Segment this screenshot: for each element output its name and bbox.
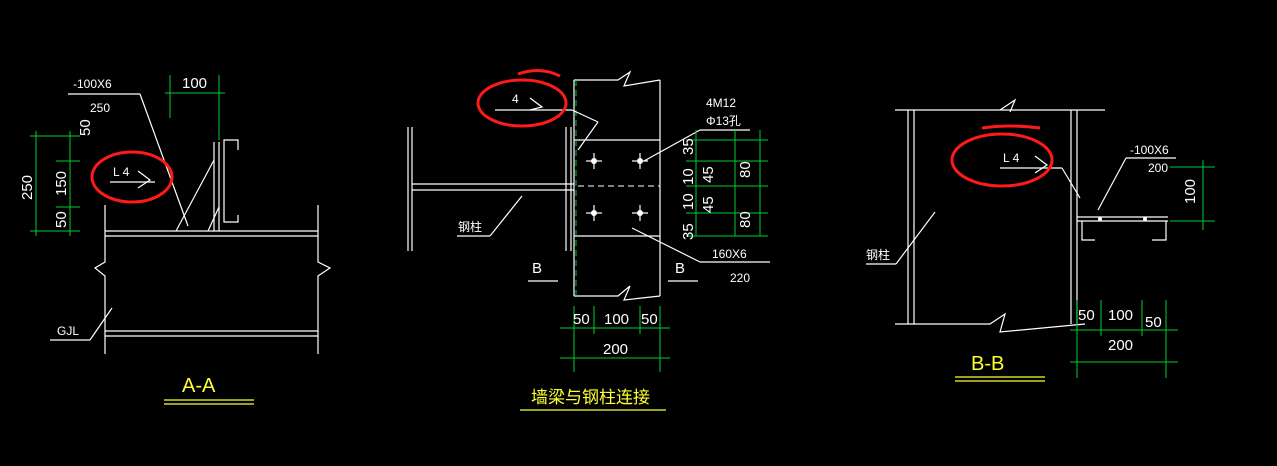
weld-symbol: L 4 [113, 165, 130, 179]
dim-100: 100 [182, 75, 207, 92]
plate-length-label: 200 [1148, 161, 1168, 175]
break-top [999, 98, 1017, 113]
plate-label: -100X6 [73, 77, 112, 91]
dim-45-top: 45 [700, 166, 717, 183]
channel-right [1152, 221, 1167, 241]
dim-45-bot: 45 [700, 196, 717, 213]
break-line-bottom [574, 285, 661, 301]
col-leader [489, 195, 523, 237]
weld-flag [137, 170, 152, 189]
dim-100-right: 100 [1182, 179, 1199, 204]
weld-leader [571, 109, 599, 123]
weld-flag [1034, 155, 1049, 174]
bolt [1143, 217, 1147, 221]
plate-length-label: 220 [730, 271, 750, 285]
plate-leader [139, 93, 189, 227]
red-markup-circle [476, 78, 568, 128]
dim-50-right: 50 [641, 311, 658, 328]
weld-leader [1061, 167, 1081, 199]
dim-200: 200 [603, 341, 628, 358]
weld-leader-2 [577, 121, 599, 151]
dim-80-bot: 80 [737, 211, 754, 228]
dim-50-left: 50 [1078, 307, 1095, 324]
column-label: 钢柱 [458, 219, 482, 234]
plate-leader [631, 227, 701, 263]
dim-50-top: 50 [77, 119, 94, 136]
dim-10-a: 10 [680, 168, 697, 185]
col-leader [895, 211, 936, 265]
red-markup-stroke [981, 124, 1041, 130]
break-line-top [574, 70, 661, 87]
brace-line [175, 159, 215, 232]
channel-section [223, 139, 239, 223]
red-markup-circle [90, 150, 174, 204]
dim-35-bot: 35 [680, 223, 697, 240]
bolt-leader [643, 129, 701, 162]
bolt [1098, 217, 1102, 221]
red-markup-circle [950, 132, 1054, 188]
dim-100: 100 [604, 311, 629, 328]
dim-80-top: 80 [737, 161, 754, 178]
hole-label: Φ13孔 [706, 114, 741, 128]
red-markup-stroke [517, 69, 561, 78]
dim-150: 150 [53, 171, 70, 196]
dim-50-bot: 50 [53, 211, 70, 228]
channel-left [1081, 221, 1095, 241]
dim-50-left: 50 [573, 311, 590, 328]
plate-label: -100X6 [1130, 143, 1169, 157]
plate-length-label: 250 [90, 101, 110, 115]
column-label: 钢柱 [866, 247, 890, 262]
dim-10-b: 10 [680, 193, 697, 210]
plate-leader [1097, 157, 1127, 211]
beam-label: GJL [57, 324, 79, 338]
title-main: 墙梁与钢柱连接 [531, 388, 650, 407]
dim-35-top: 35 [680, 138, 697, 155]
section-aa: -100X6 250 100 50 250 150 50 L 4 GJL A-A [19, 75, 332, 405]
dim-50-right: 50 [1145, 314, 1162, 331]
main-connection-detail: 4 钢柱 B B 4M12 Φ13孔 160X6 220 35 [407, 69, 770, 411]
dim-200: 200 [1108, 337, 1133, 354]
dim-100: 100 [1108, 307, 1133, 324]
break-line-right [317, 205, 332, 354]
title-aa: A-A [182, 375, 216, 397]
dim-250: 250 [19, 175, 36, 200]
weld-symbol: L 4 [1003, 151, 1020, 165]
break-bottom [895, 312, 1086, 333]
break-line-left [93, 205, 106, 354]
section-marker-right: B [675, 260, 685, 277]
bolt-group [586, 153, 648, 221]
brace-line-2 [207, 206, 220, 232]
section-bb: L 4 -100X6 200 钢柱 100 50 100 50 200 B-B [866, 98, 1215, 382]
weld-symbol: 4 [512, 92, 519, 106]
bolt-label: 4M12 [706, 96, 736, 110]
weld-flag [529, 97, 544, 111]
title-bb: B-B [971, 353, 1004, 375]
section-marker-left: B [532, 260, 542, 277]
plate-label: 160X6 [712, 247, 747, 261]
beam-leader [89, 307, 113, 341]
